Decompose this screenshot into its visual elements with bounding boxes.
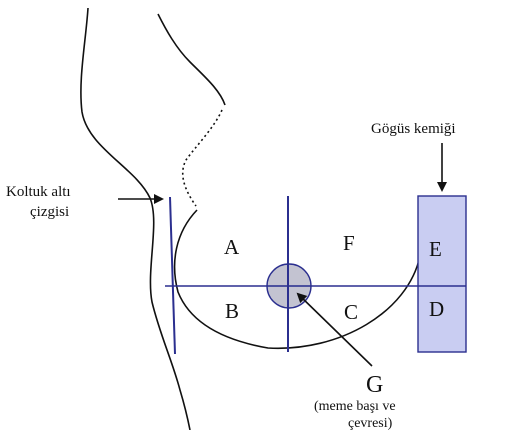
region-label-b: B (225, 299, 239, 323)
torso-back-outline (80, 7, 191, 430)
axillary-label-line1: Koltuk altı (6, 184, 71, 200)
region-label-e: E (429, 237, 442, 261)
sternum-bar (417, 195, 467, 353)
sternum-label: Gögüs kemiği (371, 121, 456, 137)
nipple-label-line2: çevresi) (348, 416, 393, 430)
nipple-arrow (296, 292, 373, 367)
shoulder-outline (157, 13, 226, 106)
arm-separation-dotted-line (181, 109, 223, 207)
axillary-label-line2: çizgisi (30, 204, 69, 220)
region-label-a: A (224, 235, 240, 259)
region-label-f: F (343, 231, 355, 255)
region-label-c: C (344, 300, 358, 324)
region-label-g: G (366, 372, 383, 398)
nipple-label-line1: (meme başı ve (314, 399, 396, 414)
breast-contour (173, 209, 421, 350)
region-label-d: D (429, 297, 444, 321)
axillary-line (169, 196, 176, 355)
